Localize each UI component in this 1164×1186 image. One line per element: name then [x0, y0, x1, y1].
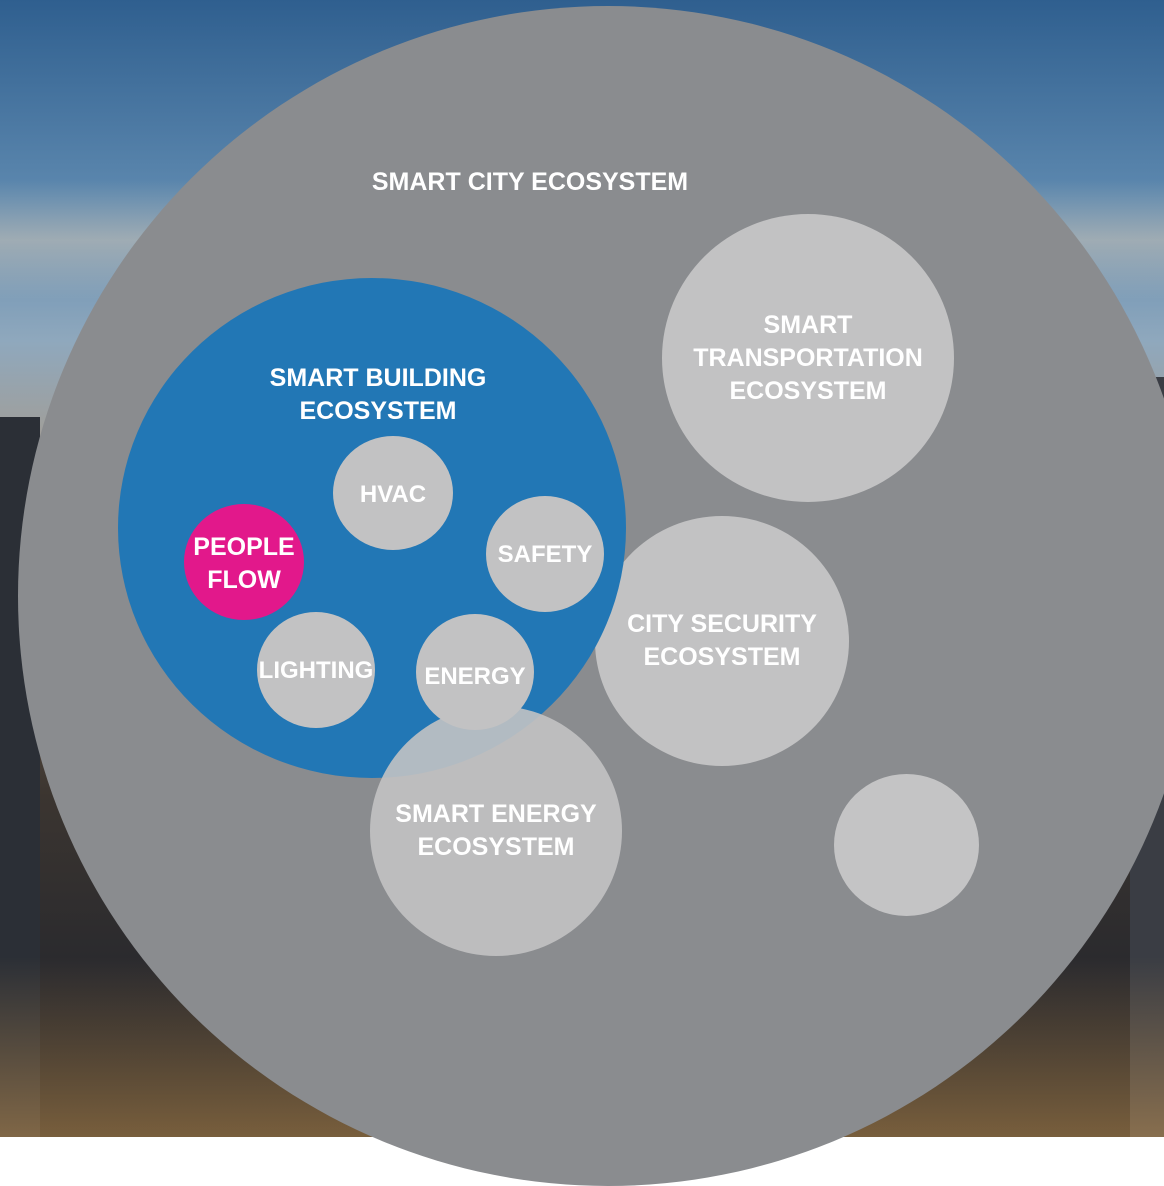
- security-label-line1: CITY SECURITY: [627, 610, 817, 638]
- energy-ecosystem-label-line2: ECOSYSTEM: [417, 833, 575, 861]
- smart-building-ecosystem-label: SMART BUILDING ECOSYSTEM: [218, 362, 538, 428]
- safety-label: SAFETY: [497, 541, 593, 568]
- people-flow-label-line2: FLOW: [207, 566, 281, 594]
- people-flow-circle: [184, 504, 304, 620]
- transportation-label-line1: SMART: [763, 310, 853, 339]
- unlabeled-ecosystem-circle: [834, 774, 979, 916]
- energy-ecosystem-label-line1: SMART ENERGY: [395, 800, 597, 828]
- transportation-label-line3: ECOSYSTEM: [729, 376, 887, 405]
- city-security-ecosystem-circle: CITY SECURITY ECOSYSTEM: [595, 516, 849, 766]
- energy-label: ENERGY: [424, 663, 526, 690]
- hvac-circle: [333, 436, 453, 550]
- lighting-circle: [257, 612, 375, 728]
- energy-circle: [416, 614, 534, 730]
- lighting-label: LIGHTING: [258, 657, 374, 684]
- security-label-line2: ECOSYSTEM: [643, 643, 801, 671]
- people-flow-label: PEOPLE FLOW: [176, 531, 312, 597]
- smart-city-ecosystem-label: SMART CITY ECOSYSTEM: [371, 168, 689, 196]
- building-label-line2: ECOSYSTEM: [299, 397, 457, 425]
- safety-circle: [486, 496, 604, 612]
- smart-energy-ecosystem-circle: SMART ENERGY ECOSYSTEM: [370, 706, 622, 956]
- building-label-line1: SMART BUILDING: [269, 364, 487, 392]
- smart-transportation-ecosystem-circle: SMART TRANSPORTATION ECOSYSTEM: [662, 214, 954, 502]
- hvac-label: HVAC: [359, 481, 427, 508]
- people-flow-label-line1: PEOPLE: [193, 533, 295, 561]
- transportation-label-line2: TRANSPORTATION: [693, 343, 923, 372]
